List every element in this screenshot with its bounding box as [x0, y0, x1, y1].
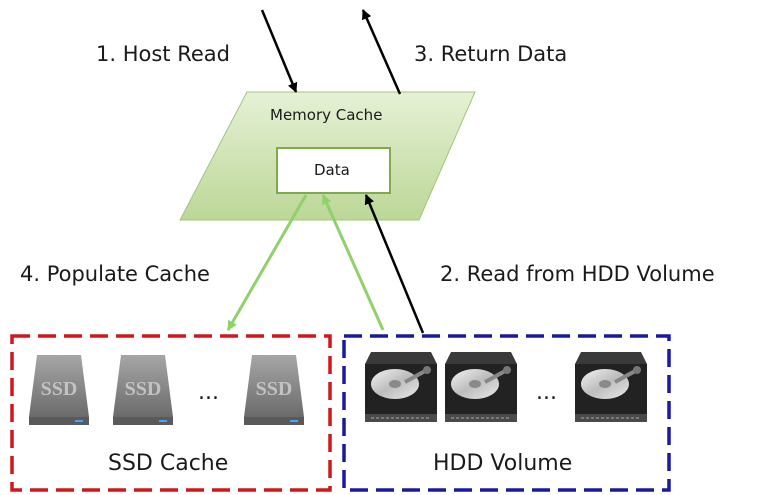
data-label: Data — [314, 161, 350, 179]
ssd-drive-icon — [29, 355, 89, 425]
hdd-drive-icon — [573, 350, 649, 424]
ssd-cache-label: SSD Cache — [108, 451, 229, 476]
step-return-data-label: 3. Return Data — [414, 42, 568, 66]
ssd-ellipsis: ... — [198, 380, 219, 405]
hdd-ellipsis: ... — [536, 380, 557, 405]
step-read-hdd-label: 2. Read from HDD Volume — [440, 262, 715, 286]
ssd-drive-icon — [113, 355, 173, 425]
step-populate-cache-label: 4. Populate Cache — [20, 262, 210, 286]
data-block — [276, 147, 391, 194]
ssd-cache-box — [10, 334, 332, 492]
memory-cache-label: Memory Cache — [270, 106, 383, 124]
populate-cache-arrow — [226, 194, 308, 331]
step-host-read-label: 1. Host Read — [96, 42, 230, 66]
ssd-drive-icon — [244, 355, 304, 425]
hdd-drive-icon — [443, 350, 519, 424]
hdd-volume-box — [342, 334, 671, 492]
return-data-arrow — [361, 9, 402, 95]
hdd-to-data-green-arrow — [321, 194, 385, 331]
hdd-drive-icon — [363, 350, 439, 424]
read-hdd-arrow — [364, 194, 425, 334]
host-read-arrow — [260, 9, 298, 93]
hdd-volume-label: HDD Volume — [433, 451, 573, 476]
